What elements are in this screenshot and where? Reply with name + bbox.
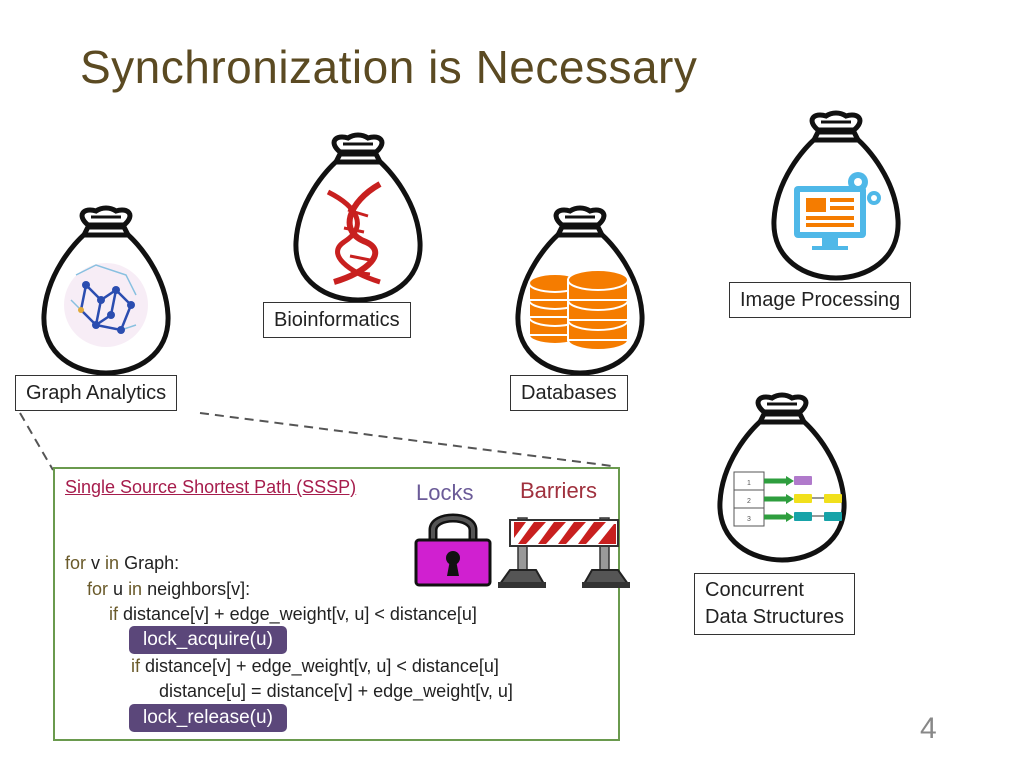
money-bag-icon: 1 2 3	[717, 392, 847, 563]
barricade-icon	[498, 517, 630, 588]
kw-for: for	[87, 579, 109, 599]
padlock-icon	[414, 513, 492, 587]
graph-ref: Graph:	[124, 553, 180, 573]
svg-text:2: 2	[747, 498, 751, 505]
var-u: u	[113, 579, 124, 599]
slide-title: Synchronization is Necessary	[80, 41, 698, 93]
barriers-label: Barriers	[520, 478, 598, 503]
dna-icon	[326, 181, 382, 285]
code-line-3: if distance[v] + edge_weight[v, u] < dis…	[109, 604, 477, 625]
monitor-gears-icon	[794, 172, 881, 250]
sssp-heading: Single Source Shortest Path (SSSP)	[65, 477, 357, 497]
sssp-code-box: Single Source Shortest Path (SSSP) for v…	[53, 467, 620, 741]
lock-release-highlight: lock_release(u)	[129, 704, 287, 732]
page-number: 4	[920, 712, 937, 745]
kw-if: if	[131, 656, 140, 676]
neighbors-ref: neighbors[v]:	[147, 579, 251, 599]
label-bioinformatics: Bioinformatics	[263, 302, 411, 338]
graph-network-icon	[64, 263, 148, 347]
label-concurrent-line1: Concurrent	[705, 579, 804, 601]
label-concurrent-data-structures: Concurrent Data Structures	[694, 573, 855, 635]
label-databases: Databases	[510, 375, 628, 411]
kw-in: in	[105, 553, 120, 573]
label-image-processing: Image Processing	[729, 282, 912, 318]
lock-acquire-highlight: lock_acquire(u)	[129, 626, 287, 654]
code-line-2: for u in neighbors[v]:	[87, 579, 250, 600]
database-icon	[528, 269, 629, 351]
label-graph-analytics: Graph Analytics	[15, 375, 178, 411]
condition: distance[v] + edge_weight[v, u] < distan…	[145, 656, 499, 676]
kw-in: in	[128, 579, 143, 599]
linked-list-icon: 1 2 3	[733, 471, 842, 527]
svg-text:3: 3	[747, 516, 751, 523]
money-bag-icon	[41, 205, 171, 376]
money-bag-icon	[515, 205, 645, 376]
kw-if: if	[109, 604, 118, 624]
code-line-6: distance[u] = distance[v] + edge_weight[…	[159, 681, 513, 701]
label-concurrent-line2: Data Structures	[705, 606, 844, 628]
money-bag-icon	[771, 110, 901, 281]
money-bag-icon	[293, 132, 423, 303]
code-line-5: if distance[v] + edge_weight[v, u] < dis…	[131, 656, 499, 677]
svg-text:1: 1	[747, 480, 751, 487]
kw-for: for	[65, 553, 87, 573]
locks-label: Locks	[416, 480, 474, 505]
condition: distance[v] + edge_weight[v, u] < distan…	[123, 604, 477, 624]
code-line-1: for v in Graph:	[65, 553, 179, 574]
var-v: v	[91, 553, 101, 573]
